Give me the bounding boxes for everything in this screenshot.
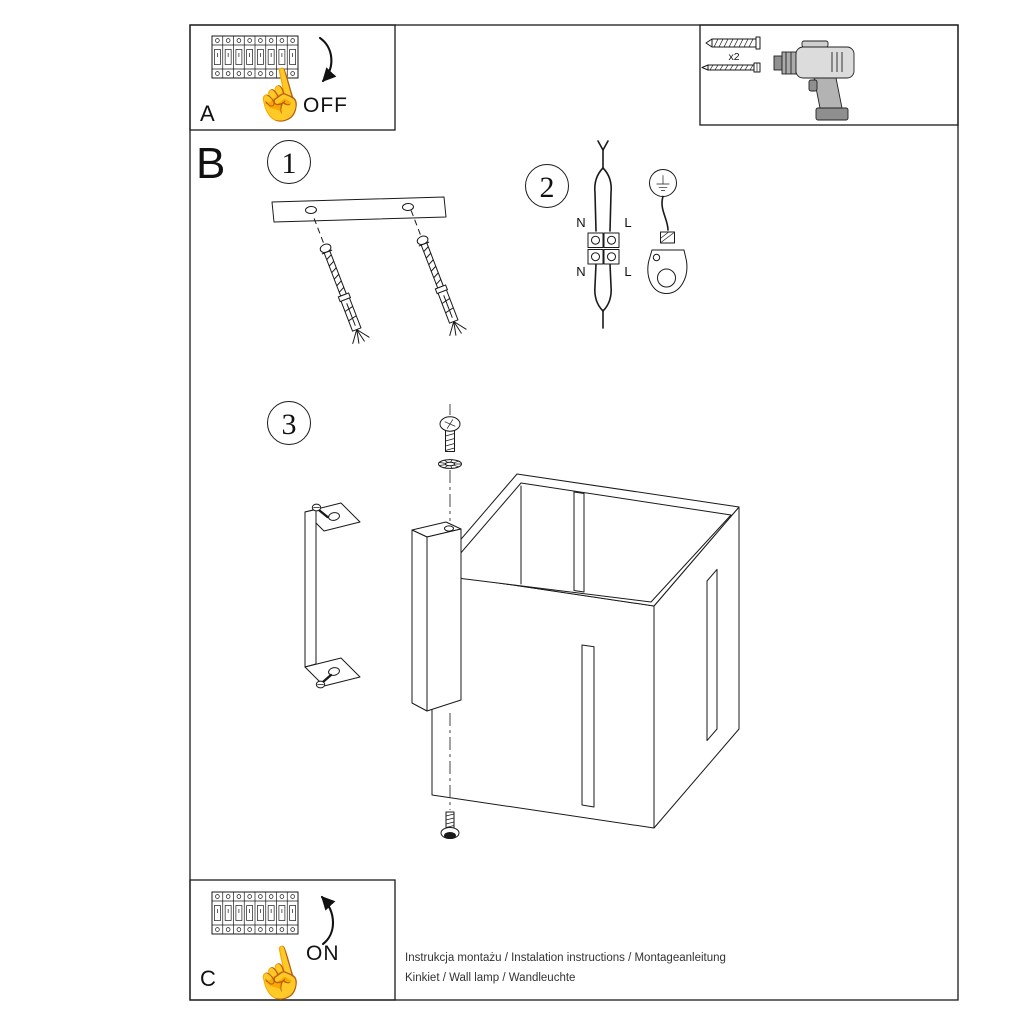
panel-c-label: C	[200, 966, 216, 991]
power-on-panel: ☝ ON C	[189, 879, 396, 1009]
wall-plug-icon	[705, 36, 761, 50]
section-b-label: B	[196, 139, 225, 188]
quantity-label: x2	[728, 51, 739, 63]
step-1-badge: 1	[267, 140, 311, 184]
footer-line-1: Instrukcja montażu / Instalation instruc…	[405, 952, 726, 964]
step-2-number: 2	[540, 171, 555, 204]
cable-clamp-drawing	[647, 249, 688, 294]
neutral-label-bottom: N	[576, 264, 585, 279]
wiring-diagram: N L N L	[576, 140, 688, 329]
earth-wire-drawing	[661, 195, 669, 231]
bracket-screw-top	[311, 503, 329, 519]
parts-box: x2	[699, 24, 959, 126]
terminal-block	[587, 232, 620, 265]
footer-line-2: Kinkiet / Wall lamp / Wandleuchte	[405, 972, 575, 984]
panel-c-box	[189, 879, 396, 1001]
page-frame	[189, 24, 959, 1001]
earth-terminal-drawing	[660, 231, 675, 244]
live-label-top: L	[624, 215, 631, 230]
step-2-badge: 2	[525, 164, 569, 208]
switch-down-arrow-icon	[318, 36, 337, 83]
screw-icon	[701, 62, 761, 73]
lock-washer	[438, 459, 462, 469]
supply-cable-drawing	[593, 140, 613, 329]
breaker-panel-icon	[212, 892, 298, 934]
neutral-label-top: N	[576, 215, 585, 230]
screw-hole	[444, 525, 454, 532]
bottom-screw	[440, 811, 460, 839]
wall-anchor-left-drawing	[305, 214, 371, 347]
wall-bracket	[304, 502, 361, 689]
front-face-slot	[581, 644, 595, 808]
panel-a-box	[189, 24, 396, 131]
panel-a-label: A	[200, 101, 215, 126]
mounting-plate-drawing	[271, 196, 447, 223]
wall-anchor-right-drawing	[402, 206, 468, 339]
inner-wall-slot	[573, 491, 585, 593]
mounting-screw	[439, 416, 461, 452]
step-1-number: 1	[282, 147, 297, 180]
drill-icon	[773, 40, 855, 121]
power-off-panel: ☝ OFF A	[189, 24, 396, 131]
live-label-bottom: L	[624, 264, 631, 279]
lamp-shade-cube	[431, 473, 740, 829]
side-face-slot	[706, 568, 718, 742]
bracket-screw-bottom	[315, 673, 333, 689]
on-label: ON	[306, 942, 340, 965]
switch-up-arrow-icon	[320, 895, 336, 946]
earth-symbol-icon	[649, 169, 677, 197]
mounting-box	[411, 521, 462, 712]
parts-box-frame	[699, 24, 959, 126]
pointing-hand-icon: ☝	[243, 938, 315, 1009]
step-3-number: 3	[282, 408, 297, 441]
off-label: OFF	[303, 94, 348, 117]
exploded-view	[304, 404, 740, 839]
step-3-badge: 3	[267, 401, 311, 445]
